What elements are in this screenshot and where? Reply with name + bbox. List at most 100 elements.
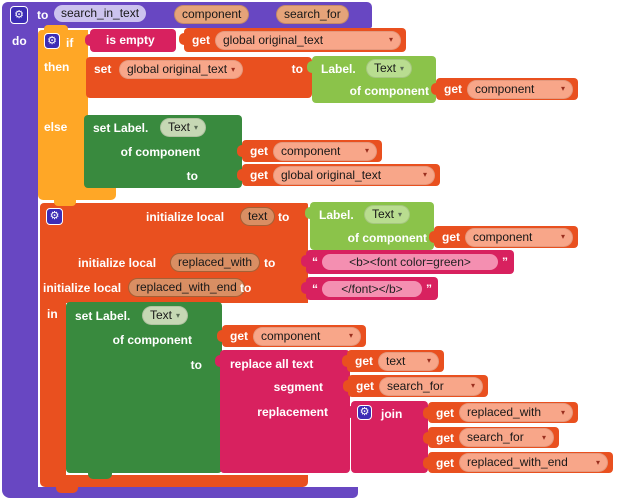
- set-label-text-label: set Label.: [93, 121, 149, 135]
- variable-name: replaced_with_end: [467, 455, 568, 469]
- dropdown-arrow-icon: ▾: [560, 84, 565, 93]
- variable-name: text: [386, 353, 406, 368]
- variable-name: global original_text: [223, 32, 324, 47]
- local-var-text-field[interactable]: text: [240, 207, 276, 226]
- dropdown-arrow-icon: ▾: [400, 63, 405, 73]
- get-component-block[interactable]: get component ▾: [237, 140, 382, 162]
- get-label: get: [436, 430, 454, 445]
- gear-icon: ⚙: [49, 210, 60, 222]
- dropdown-arrow-icon: ▾: [231, 64, 236, 74]
- set-label-text-block[interactable]: set Label. Text ▾ of component to: [84, 115, 242, 188]
- string-text-field[interactable]: <b><font color=green>: [322, 254, 498, 270]
- procedure-param-component[interactable]: component: [174, 5, 250, 24]
- replace-all-text-block[interactable]: replace all text segment replacement: [215, 350, 350, 473]
- set-label: set: [94, 62, 112, 76]
- local-var-replaced-with-end-field[interactable]: replaced_with_end: [128, 278, 245, 297]
- variable-dropdown[interactable]: global original_text ▾: [273, 165, 435, 185]
- to-label: to: [190, 358, 202, 372]
- procedure-block-bottom[interactable]: [2, 487, 358, 498]
- get-replaced-with-block[interactable]: get replaced_with ▾: [423, 402, 578, 423]
- dropdown-arrow-icon: ▾: [541, 432, 546, 442]
- gear-icon: ⚙: [47, 34, 57, 47]
- dropdown-arrow-icon: ▾: [388, 35, 393, 44]
- get-replaced-with-end-block[interactable]: get replaced_with_end ▾: [423, 452, 613, 473]
- procedure-do-label: do: [12, 34, 27, 48]
- then-label: then: [44, 60, 70, 74]
- initialize-local-block-header[interactable]: ⚙ initialize local text to initialize lo…: [40, 203, 308, 303]
- string-block-replaced-with[interactable]: “ <b><font color=green> ”: [301, 250, 514, 274]
- variable-name: global original_text: [281, 167, 382, 182]
- to-label: to: [291, 62, 303, 76]
- dropdown-arrow-icon: ▾: [348, 331, 353, 340]
- variable-dropdown[interactable]: component ▾: [273, 141, 377, 161]
- if-block-bottom[interactable]: [38, 185, 116, 200]
- get-label: get: [230, 329, 248, 343]
- of-component-label: of component: [112, 333, 192, 347]
- procedure-block-spine[interactable]: [2, 28, 38, 489]
- get-label: get: [356, 379, 374, 393]
- mutator-gear-icon[interactable]: ⚙: [44, 33, 60, 49]
- dropdown-arrow-icon: ▾: [560, 232, 565, 241]
- variable-name: replaced_with: [467, 405, 542, 419]
- variable-dropdown[interactable]: search_for ▾: [379, 376, 483, 396]
- string-text-field[interactable]: </font></b>: [322, 280, 422, 297]
- dropdown-arrow-icon: ▾: [426, 356, 431, 365]
- variable-dropdown[interactable]: text ▾: [378, 351, 439, 371]
- set-global-original-text-block[interactable]: set global original_text ▾ to: [86, 57, 312, 98]
- initialize-local-block-bottom[interactable]: [40, 475, 308, 487]
- label-text-getter-block[interactable]: Label. Text ▾ of component: [305, 202, 434, 250]
- set-label-text-block[interactable]: set Label. Text ▾ of component to: [66, 302, 222, 473]
- local-var-replaced-with-field[interactable]: replaced_with: [170, 253, 261, 272]
- variable-dropdown[interactable]: global original_text ▾: [215, 30, 401, 50]
- gear-icon: ⚙: [14, 8, 24, 21]
- close-quote-icon: ”: [426, 281, 432, 296]
- if-block-body[interactable]: [38, 30, 88, 187]
- mutator-gear-icon[interactable]: ⚙: [357, 405, 372, 420]
- variable-dropdown[interactable]: component ▾: [467, 79, 573, 99]
- procedure-param-search-for[interactable]: search_for: [276, 5, 349, 24]
- property-dropdown[interactable]: Text ▾: [160, 118, 207, 137]
- init-local-in-label: in: [47, 307, 58, 321]
- variable-dropdown[interactable]: replaced_with ▾: [459, 403, 573, 422]
- mutator-gear-icon[interactable]: ⚙: [46, 208, 63, 225]
- replacement-label: replacement: [257, 405, 328, 419]
- get-search-for-block[interactable]: get search_for ▾: [423, 427, 559, 448]
- property-dropdown[interactable]: Text ▾: [364, 205, 411, 224]
- variable-dropdown[interactable]: component ▾: [465, 227, 573, 247]
- of-component-label: of component: [347, 231, 427, 245]
- property-dropdown[interactable]: Text ▾: [366, 59, 413, 78]
- property-dropdown[interactable]: Text ▾: [142, 306, 189, 325]
- string-block-replaced-with-end[interactable]: “ </font></b> ”: [301, 277, 438, 300]
- get-global-original-text-block[interactable]: get global original_text ▾: [237, 164, 440, 186]
- variable-dropdown[interactable]: replaced_with_end ▾: [459, 453, 608, 472]
- procedure-name-field[interactable]: search_in_text: [54, 5, 147, 22]
- variable-name: component: [281, 143, 341, 158]
- get-search-for-block[interactable]: get search_for ▾: [343, 375, 488, 397]
- get-label: get: [436, 405, 454, 420]
- variable-dropdown[interactable]: search_for ▾: [459, 428, 554, 447]
- variable-dropdown[interactable]: global original_text ▾: [119, 60, 244, 79]
- init-local-text-label: initialize local: [78, 256, 157, 270]
- get-component-block[interactable]: get component ▾: [431, 78, 578, 100]
- mutator-gear-icon[interactable]: ⚙: [10, 6, 28, 24]
- dropdown-arrow-icon: ▾: [595, 457, 600, 467]
- variable-dropdown[interactable]: component ▾: [253, 326, 361, 346]
- initialize-local-block-spine[interactable]: [40, 303, 66, 475]
- statement-tab: [88, 471, 112, 479]
- procedure-block-header[interactable]: ⚙ to search_in_text component search_for: [2, 2, 372, 28]
- variable-name: component: [475, 81, 535, 96]
- is-empty-label: is empty: [106, 33, 155, 47]
- get-global-original-text-block[interactable]: get global original_text ▾: [179, 28, 406, 52]
- property-name: Text: [374, 61, 397, 75]
- get-component-block[interactable]: get component ▾: [429, 226, 578, 248]
- dropdown-arrow-icon: ▾: [176, 310, 181, 320]
- dropdown-arrow-icon: ▾: [364, 146, 369, 155]
- get-component-block[interactable]: get component ▾: [217, 325, 366, 347]
- label-text-getter-block[interactable]: Label. Text ▾ of component: [307, 56, 436, 103]
- dropdown-arrow-icon: ▾: [422, 170, 427, 179]
- of-component-label: of component: [349, 84, 429, 98]
- join-block[interactable]: ⚙ join: [346, 401, 428, 473]
- is-empty-block[interactable]: is empty: [85, 29, 176, 52]
- get-text-block[interactable]: get text ▾: [342, 350, 444, 372]
- property-name: Text: [168, 120, 191, 134]
